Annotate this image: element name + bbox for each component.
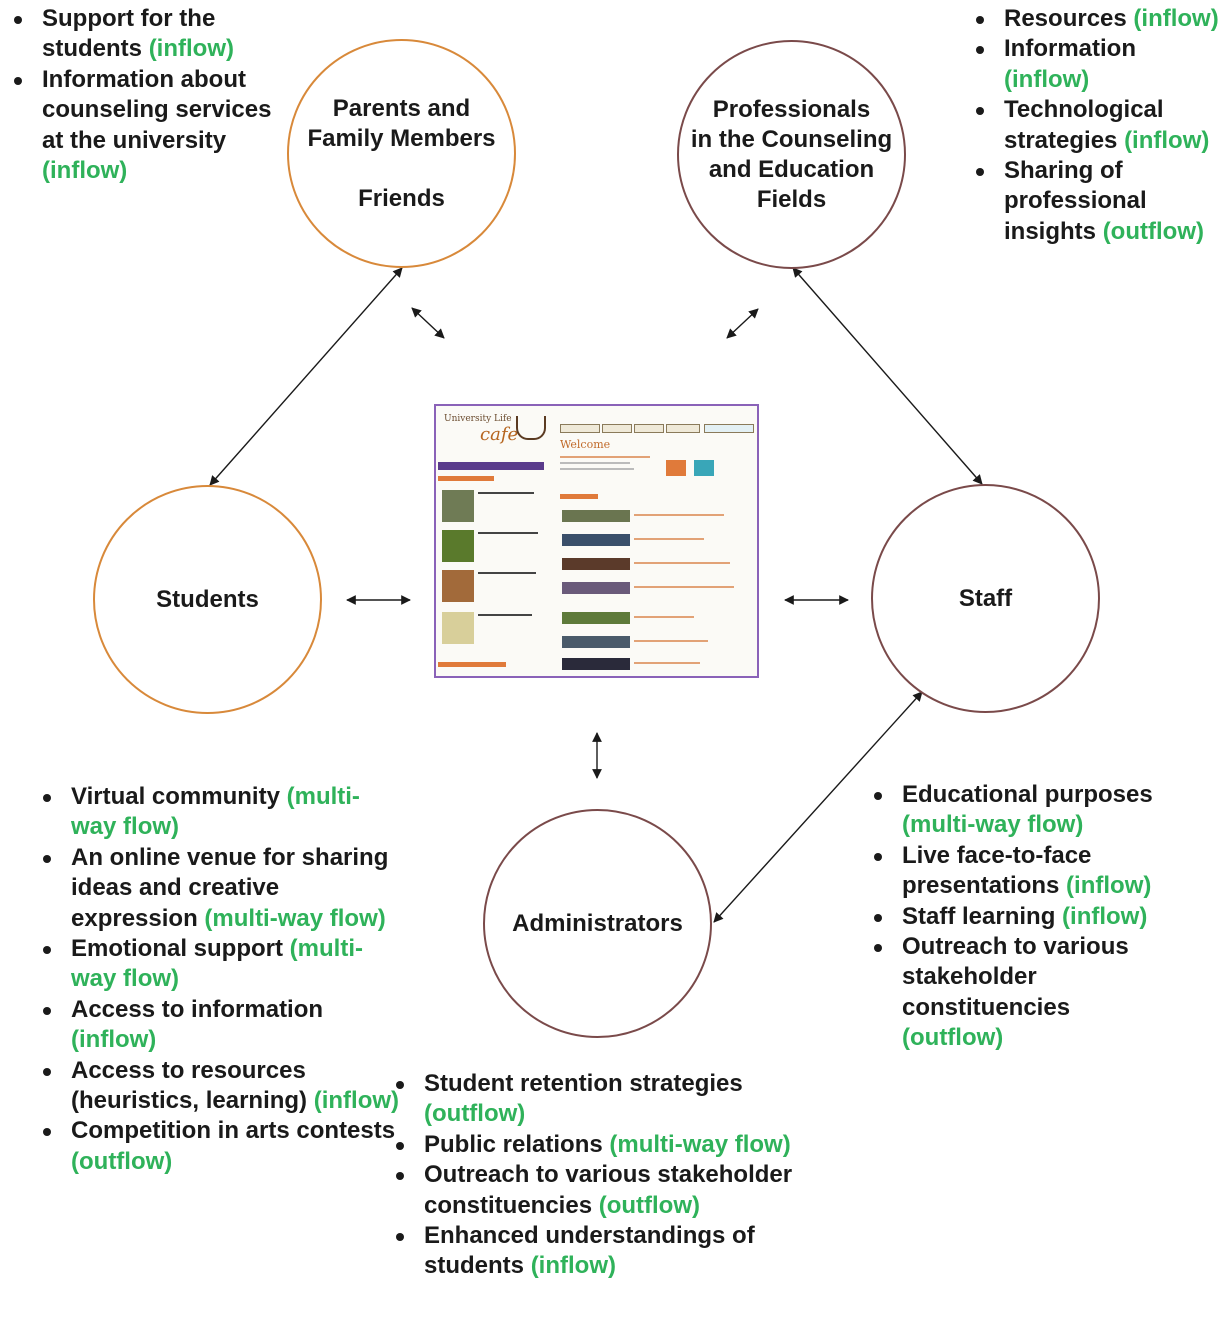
node-administrators-label: Administrators [512,909,683,937]
site-logo-text: University Life [444,414,512,424]
list-item: Outreach to various stakeholder constitu… [872,932,1162,1054]
list-item-text: Outreach to various stakeholder constitu… [902,933,1129,1021]
flow-label: (inflow) [530,1252,616,1280]
list-item-text: Technological strategies [1004,96,1164,154]
node-administrators: Administrators [483,809,712,1038]
site-login-button [694,460,714,476]
list-item: Staff learning (inflow) [872,902,1162,932]
site-nav-tab [560,424,600,433]
node-professionals-line1: Professionals [712,95,871,123]
node-staff-label: Staff [958,584,1013,612]
flow-label: (multi-way flow) [902,811,1084,839]
list-item: Information about counseling services at… [12,65,282,187]
list-item-text: Competition in arts contests [71,1117,396,1145]
list-students: Virtual community (multi-way flow)An onl… [41,782,401,1177]
arrow-parents-site [411,307,445,339]
flow-label: (outflow) [71,1147,173,1175]
site-nav-tab [704,424,754,433]
website-screenshot: University Life cafe Welcome [434,404,759,678]
site-welcome-heading: Welcome [560,438,611,451]
list-item: An online venue for sharing ideas and cr… [41,843,401,934]
list-item: Information (inflow) [974,34,1225,95]
list-item: Student retention strategies (outflow) [394,1069,794,1130]
flow-label: (outflow) [1102,217,1204,245]
list-item: Virtual community (multi-way flow) [41,782,401,843]
node-professionals-line3: and Education [708,155,875,183]
site-signup-button [666,460,686,476]
list-item: Live face-to-face presentations (inflow) [872,841,1162,902]
node-professionals-line4: Fields [756,185,827,213]
flow-label: (inflow) [1066,872,1152,900]
list-item-text: Student retention strategies [424,1070,743,1097]
site-nav-tab [602,424,632,433]
arrow-professionals-staff [792,267,983,485]
list-item: Support for the students (inflow) [12,4,282,65]
list-item-text: Emotional support [71,935,283,963]
list-parents: Support for the students (inflow)Informa… [12,4,282,186]
list-item-text: Resources [1004,5,1127,32]
list-item: Emotional support (multi-way flow) [41,934,401,995]
flow-label: (outflow) [598,1191,701,1219]
list-item: Competition in arts contests (outflow) [41,1116,401,1177]
node-parents-friends: Friends [358,184,445,212]
flow-label: (inflow) [1004,65,1090,93]
flow-label: (inflow) [313,1087,400,1115]
list-item-text: Staff learning [902,902,1056,930]
list-item-text: Virtual community [71,783,280,810]
flow-label: (multi-way flow) [71,935,363,993]
list-item-text: Support for the students [42,5,216,63]
list-item: Educational purposes (multi-way flow) [872,780,1162,841]
flow-label: (inflow) [148,35,234,63]
flow-label: (multi-way flow) [609,1130,791,1158]
flow-label: (inflow) [1062,902,1148,930]
site-nav-tab [634,424,664,433]
coffee-cup-icon [516,416,546,440]
list-item-text: Information about counseling services at… [42,65,272,154]
arrow-administrators-staff [713,691,923,923]
list-item: Outreach to various stakeholder constitu… [394,1160,794,1221]
flow-label: (multi-way flow) [204,904,386,932]
list-item: Resources (inflow) [974,4,1225,34]
list-item: Public relations (multi-way flow) [394,1130,794,1160]
flow-label: (inflow) [71,1026,157,1054]
list-item-text: Live face-to-face presentations [902,841,1092,900]
list-professionals: Resources (inflow)Information (inflow)Te… [974,4,1225,247]
arrow-parents-students [209,267,403,486]
list-administrators: Student retention strategies (outflow)Pu… [394,1069,794,1282]
site-join-bar [438,462,544,470]
node-parents-line1: Parents and [332,94,471,122]
flow-label: (inflow) [42,157,128,185]
list-item-text: Educational purposes [902,781,1153,808]
flow-label: (inflow) [1124,126,1210,154]
node-students-label: Students [156,585,259,613]
list-item-text: Outreach to various stakeholder constitu… [424,1161,793,1219]
flow-label: (multi-way flow) [71,783,360,841]
node-students: Students [93,485,322,714]
node-staff: Staff [871,484,1100,713]
flow-label: (outflow) [902,1024,1004,1052]
flow-label: (outflow) [424,1100,526,1128]
list-item: Access to resources (heuristics, learnin… [41,1056,401,1117]
list-item: Technological strategies (inflow) [974,95,1225,156]
list-item-text: Enhanced understandings of students [424,1222,755,1280]
flow-label: (inflow) [1133,5,1219,32]
list-item: Sharing of professional insights (outflo… [974,156,1225,247]
list-item-text: Public relations [424,1130,603,1158]
list-item-text: Access to information [71,995,324,1023]
site-nav-tab [666,424,700,433]
site-logo-word: cafe [480,424,519,445]
list-item-text: Sharing of professional insights [1004,157,1147,245]
node-parents: Parents and Family Members Friends [287,39,516,268]
node-professionals-line2: in the Counseling [690,125,893,153]
list-staff: Educational purposes (multi-way flow)Liv… [872,780,1162,1054]
arrow-professionals-site [726,308,759,339]
list-item-text: An online venue for sharing ideas and cr… [71,843,389,932]
node-professionals: Professionals in the Counseling and Educ… [677,40,906,269]
list-item: Enhanced understandings of students (inf… [394,1221,794,1282]
list-item-text: Access to resources (heuristics, learnin… [71,1056,308,1115]
list-item-text: Information [1004,35,1136,63]
list-item: Access to information (inflow) [41,995,401,1056]
node-parents-line2: Family Members [307,124,496,152]
